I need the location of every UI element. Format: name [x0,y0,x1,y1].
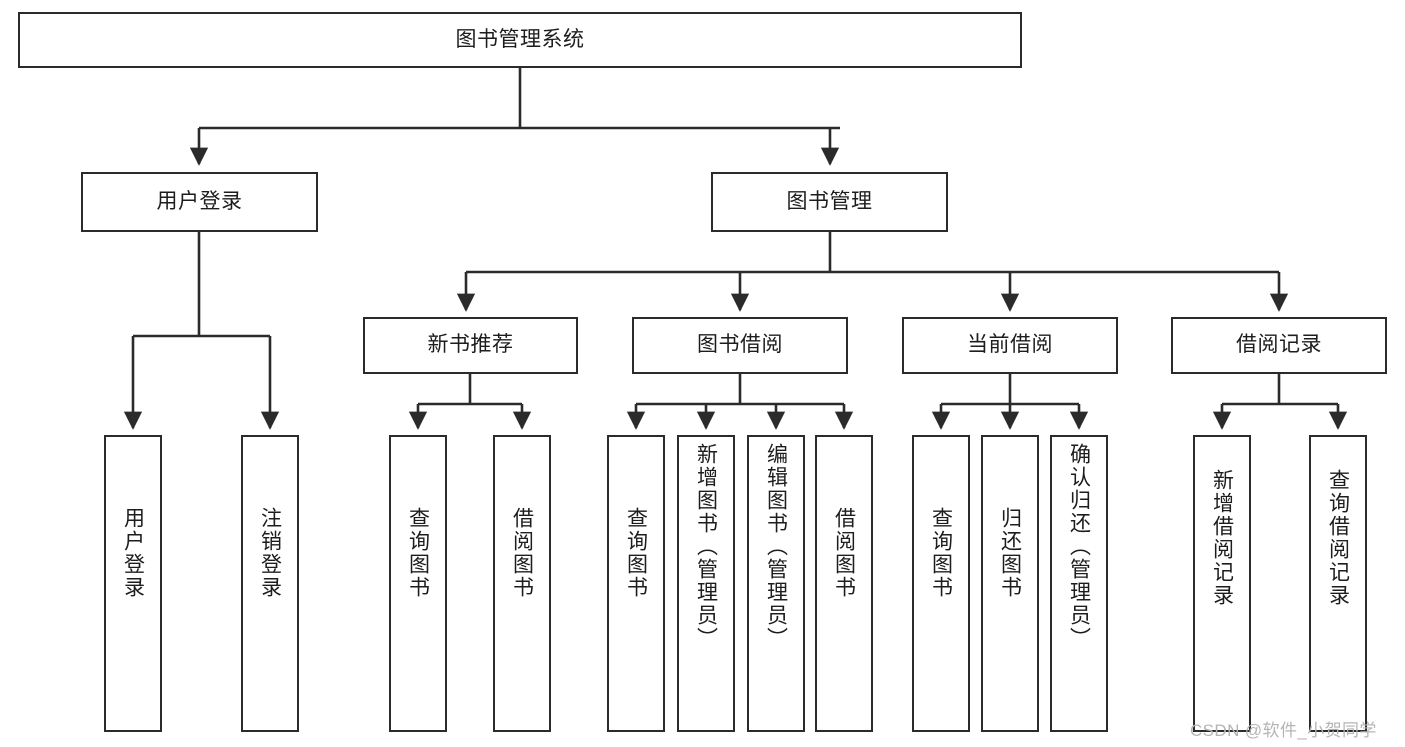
leaf-borrow-record-query-record[interactable]: 查询借阅记录 [1309,435,1367,732]
node-label: 查询图书 [929,507,953,599]
csdn-watermark: CSDN @软件_小贺同学 [1190,721,1377,740]
node-label: 编辑图书（管理员） [764,443,788,650]
node-label: 借阅记录 [1236,333,1322,357]
leaf-book-borrow-query-book[interactable]: 查询图书 [607,435,665,732]
leaf-current-borrow-confirm-return-admin[interactable]: 确认归还（管理员） [1050,435,1108,732]
node-user-login[interactable]: 用户登录 [81,172,318,232]
node-root-book-management-system[interactable]: 图书管理系统 [18,12,1022,68]
leaf-new-book-borrow-book[interactable]: 借阅图书 [493,435,551,732]
node-label: 用户登录 [156,189,243,213]
node-new-book-recommend[interactable]: 新书推荐 [363,317,578,374]
leaf-book-borrow-add-book-admin[interactable]: 新增图书（管理员） [677,435,735,732]
node-book-borrow[interactable]: 图书借阅 [632,317,848,374]
node-label: 图书管理系统 [455,27,585,51]
node-label: 查询借阅记录 [1326,469,1350,607]
leaf-current-borrow-return-book[interactable]: 归还图书 [981,435,1039,732]
node-label: 查询图书 [406,507,430,599]
leaf-book-borrow-edit-book-admin[interactable]: 编辑图书（管理员） [747,435,805,732]
node-label: 归还图书 [998,507,1022,599]
node-label: 新增图书（管理员） [694,443,718,650]
node-label: 借阅图书 [510,507,534,599]
leaf-new-book-query-book[interactable]: 查询图书 [389,435,447,732]
node-label: 注销登录 [258,507,282,599]
node-label: 图书管理 [786,189,873,213]
leaf-user-login-login[interactable]: 用户登录 [104,435,162,732]
node-label: 确认归还（管理员） [1067,443,1091,650]
node-label: 查询图书 [624,507,648,599]
node-book-management[interactable]: 图书管理 [711,172,948,232]
leaf-book-borrow-borrow-book[interactable]: 借阅图书 [815,435,873,732]
node-label: 当前借阅 [967,333,1053,357]
leaf-current-borrow-query-book[interactable]: 查询图书 [912,435,970,732]
node-label: 图书借阅 [697,333,783,357]
leaf-borrow-record-add-record[interactable]: 新增借阅记录 [1193,435,1251,732]
node-label: 新增借阅记录 [1210,469,1234,607]
leaf-user-login-logout[interactable]: 注销登录 [241,435,299,732]
node-borrow-record[interactable]: 借阅记录 [1171,317,1387,374]
node-label: 用户登录 [121,507,145,599]
node-label: 新书推荐 [427,333,514,357]
node-current-borrow[interactable]: 当前借阅 [902,317,1118,374]
node-label: 借阅图书 [832,507,856,599]
